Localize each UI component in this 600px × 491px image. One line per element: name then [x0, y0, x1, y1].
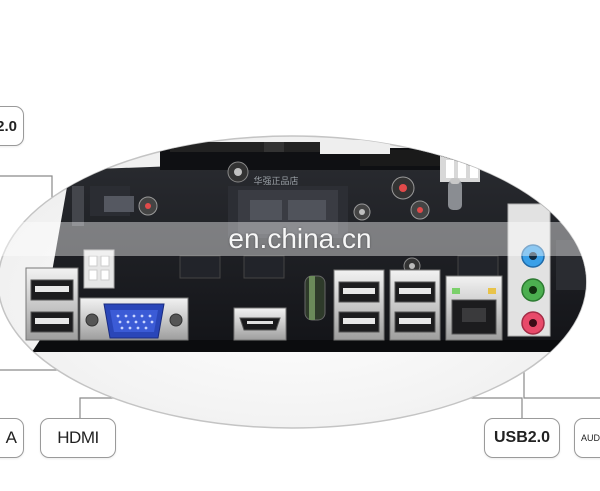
board-silkscreen: 华强正品店	[253, 175, 298, 187]
label-hdmi: HDMI	[40, 418, 116, 458]
label-usb-bottom-right: USB2.0	[484, 418, 560, 458]
vga-port	[79, 297, 189, 341]
capacitors	[138, 161, 462, 321]
label-vga: A	[0, 418, 24, 458]
label-audio: AUD	[574, 418, 600, 458]
usb-port-stack-right	[389, 269, 441, 341]
label-usb-top-left: 2.0	[0, 106, 24, 146]
label-usb-top-left-text: 2.0	[0, 117, 17, 135]
label-hdmi-text: HDMI	[57, 428, 99, 447]
audio-jacks	[521, 244, 545, 335]
hdmi-port	[233, 307, 287, 341]
ethernet-port	[445, 275, 503, 341]
usb-port-stack-left	[25, 267, 79, 341]
label-audio-text: AUD	[581, 433, 600, 443]
label-usb-bottom-right-text: USB2.0	[493, 429, 551, 446]
usb-port-stack-center	[333, 269, 385, 341]
label-vga-text: A	[5, 428, 17, 447]
